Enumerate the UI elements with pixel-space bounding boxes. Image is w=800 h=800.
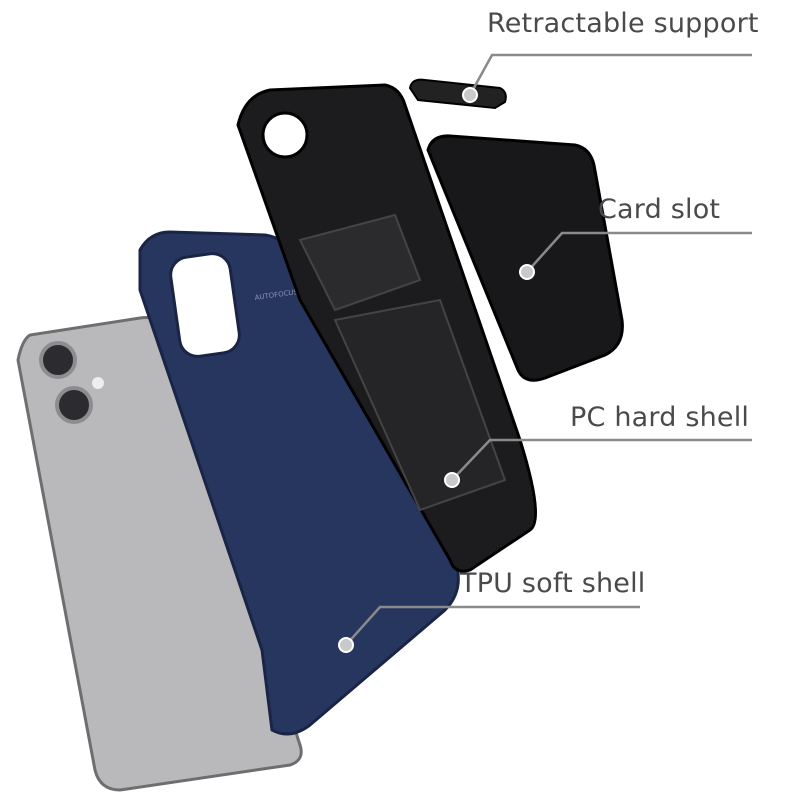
camera-cutout [169,252,241,358]
label-pc-hard-shell: PC hard shell [570,402,750,433]
pc-hard-shell [236,83,538,573]
camera-lens-icon [55,386,93,424]
callout-dots [338,87,535,653]
label-tpu-soft-shell: TPU soft shell [460,568,646,599]
flash-icon [92,377,104,389]
card-slot-part [426,134,624,382]
label-retractable-support: Retractable support [487,8,759,39]
camera-lens-icon [39,341,77,379]
label-card-slot: Card slot [598,194,721,225]
callout-lines [345,53,752,646]
retractable-support-part [408,78,507,110]
